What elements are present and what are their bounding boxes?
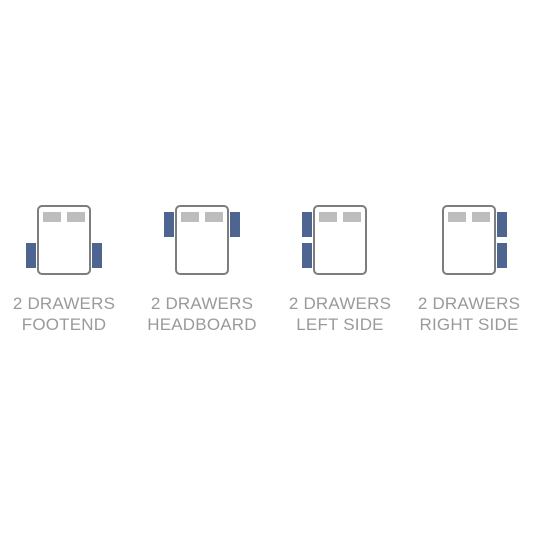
caption-line-2: RIGHT SIDE (419, 315, 519, 334)
option-caption: 2 DRAWERS LEFT SIDE (276, 293, 404, 335)
caption-line-1: 2 DRAWERS (288, 294, 392, 313)
caption-line-2: HEADBOARD (147, 315, 257, 334)
caption-line-1: 2 DRAWERS (150, 294, 254, 313)
drawer-option-headboard[interactable]: 2 DRAWERS HEADBOARD (138, 200, 266, 335)
bed-left-side-drawers-icon (302, 205, 367, 275)
bed-footend-drawers-icon (26, 205, 102, 275)
caption-line-1: 2 DRAWERS (12, 294, 116, 313)
option-caption: 2 DRAWERS FOOTEND (0, 293, 128, 335)
caption-line-2: FOOTEND (21, 315, 107, 334)
option-caption: 2 DRAWERS HEADBOARD (138, 293, 266, 335)
caption-line-1: 2 DRAWERS (417, 294, 521, 313)
bed-right-side-drawers-icon (442, 205, 507, 275)
bed-headboard-drawers-icon (164, 205, 240, 275)
drawer-option-right-side[interactable]: 2 DRAWERS RIGHT SIDE (405, 200, 533, 335)
caption-line-2: LEFT SIDE (296, 315, 384, 334)
drawer-option-footend[interactable]: 2 DRAWERS FOOTEND (0, 200, 128, 335)
option-caption: 2 DRAWERS RIGHT SIDE (405, 293, 533, 335)
drawer-option-left-side[interactable]: 2 DRAWERS LEFT SIDE (276, 200, 404, 335)
